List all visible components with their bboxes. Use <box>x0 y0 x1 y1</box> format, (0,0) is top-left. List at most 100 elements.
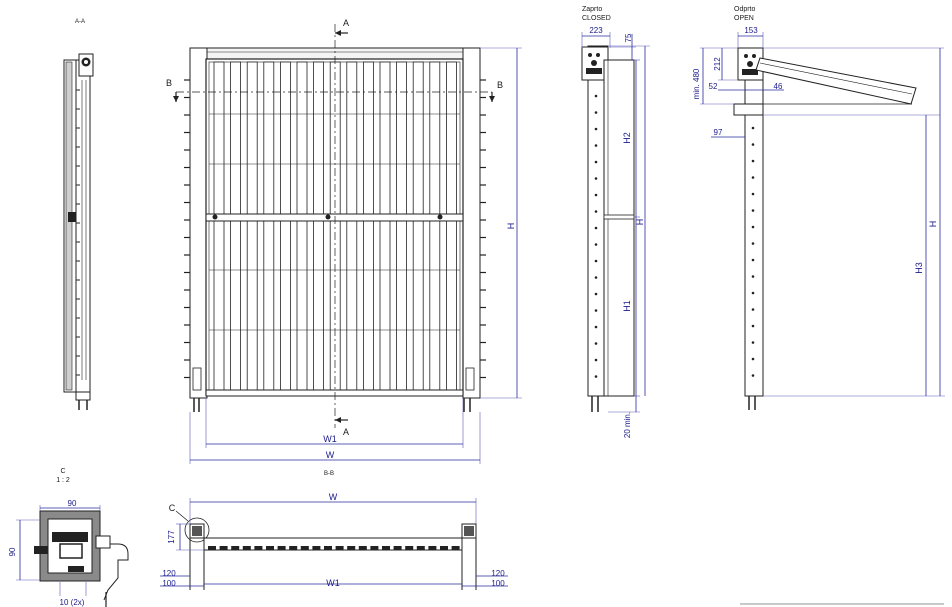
slat-lower <box>313 220 325 391</box>
slat-section <box>358 546 367 550</box>
cut-a-top-label: A <box>343 18 349 28</box>
louvre-slats-section <box>208 546 460 550</box>
detail-c-scale: 1 : 2 <box>56 477 70 484</box>
slat-section <box>451 546 460 550</box>
slat-lower <box>429 220 441 391</box>
slat-upper <box>396 61 408 215</box>
column-hole <box>594 309 598 312</box>
slat-lower <box>445 220 457 391</box>
closed-title-line2: CLOSED <box>582 15 611 22</box>
open-title-line2: OPEN <box>734 15 754 22</box>
column-hole <box>751 225 755 229</box>
column-hole <box>594 375 598 378</box>
column-hole <box>751 209 755 212</box>
slat-section <box>219 546 228 550</box>
slat-section <box>382 546 390 550</box>
slat-section <box>242 546 251 550</box>
slat-section <box>428 546 437 550</box>
bb-dim-w1: W1 <box>326 578 340 588</box>
column-hole <box>594 160 598 164</box>
column-hole <box>751 242 755 245</box>
column-hole <box>594 259 598 263</box>
bb-dim-left-100: 100 <box>162 579 176 588</box>
slat-section <box>393 546 402 550</box>
gear-block <box>586 53 602 74</box>
open-dim-h: H <box>928 221 938 228</box>
column-hole <box>594 292 598 296</box>
closed-dim-h2: H2 <box>622 132 632 144</box>
slat-section <box>254 546 263 550</box>
dim-h-label: H <box>506 223 516 230</box>
slat-upper <box>379 61 391 215</box>
slat-lower <box>230 220 242 391</box>
column-hole <box>594 210 598 213</box>
cut-b-left-label: B <box>166 78 172 88</box>
detail-c-dim-height: 90 <box>8 547 17 556</box>
column-hole <box>594 243 598 246</box>
section-aa-title: A-A <box>75 19 85 25</box>
column-hole <box>751 126 755 130</box>
column-hole <box>751 341 755 344</box>
column-hole <box>751 258 755 262</box>
louvre-slats <box>209 61 460 391</box>
bb-detail-ref: C <box>169 503 176 513</box>
slat-upper <box>279 61 291 215</box>
section-aa-view: A-A <box>63 19 94 410</box>
column-hole <box>751 143 755 146</box>
slat-section <box>312 546 321 550</box>
column-hole <box>751 357 755 361</box>
open-dim-52: 52 <box>709 82 718 91</box>
bb-dim-left-120: 120 <box>162 569 176 578</box>
dim-w1-label: W1 <box>323 434 337 444</box>
column-hole <box>594 342 598 345</box>
column-hole <box>594 94 598 98</box>
column-hole <box>594 358 598 362</box>
slat-lower <box>346 220 358 391</box>
column-hole <box>751 308 755 311</box>
open-dim-top-width: 153 <box>744 26 758 35</box>
slat-upper <box>313 61 325 215</box>
closed-dim-top-width: 223 <box>589 26 603 35</box>
slat-lower <box>396 220 408 391</box>
column-hole <box>594 193 598 197</box>
column-hole <box>751 324 755 328</box>
slat-lower <box>246 220 258 391</box>
dim-w-label: W <box>326 450 335 460</box>
column-hole <box>594 111 598 114</box>
column-hole <box>751 374 755 377</box>
slat-section <box>208 546 216 550</box>
column-hole <box>594 144 598 147</box>
gear-block <box>742 54 758 75</box>
cut-b-right-label: B <box>497 80 503 90</box>
slat-upper <box>445 61 457 215</box>
slat-section <box>289 546 298 550</box>
closed-dim-h1: H1 <box>622 300 632 312</box>
open-dim-h3: H3 <box>914 262 924 274</box>
bb-dim-177: 177 <box>167 530 176 544</box>
closed-dim-bottom: 20 min. <box>623 412 632 438</box>
column-hole <box>751 291 755 295</box>
slat-upper <box>346 61 358 215</box>
slat-section <box>231 546 240 550</box>
detail-c-title: C <box>60 468 65 475</box>
slat-section <box>277 546 286 550</box>
side-closed-view: Zaprto CLOSED 223 75 H2 H1 <box>581 6 650 438</box>
closed-dim-top-height: 75 <box>624 33 633 42</box>
slat-lower <box>263 220 275 391</box>
slat-section <box>440 546 448 550</box>
cut-a-bottom-label: A <box>343 427 349 437</box>
slat-section <box>347 546 356 550</box>
closed-dim-h: H <box>635 219 645 226</box>
open-dim-min480: min. 480 <box>692 68 701 99</box>
detail-c-dim-bottom: 10 (2x) <box>60 598 85 607</box>
slat-lower <box>362 220 374 391</box>
open-dim-97: 97 <box>714 128 723 137</box>
front-view: A A B B W1 W H <box>166 18 522 464</box>
section-bb-view: B-B W C 177 W1 120 100 <box>160 471 508 590</box>
section-bb-title: B-B <box>324 471 334 477</box>
slat-section <box>370 546 379 550</box>
slat-section <box>300 546 309 550</box>
detail-c-view: C 1 : 2 90 90 10 (2x) <box>8 468 129 607</box>
open-title-line1: Odprto <box>734 6 756 13</box>
